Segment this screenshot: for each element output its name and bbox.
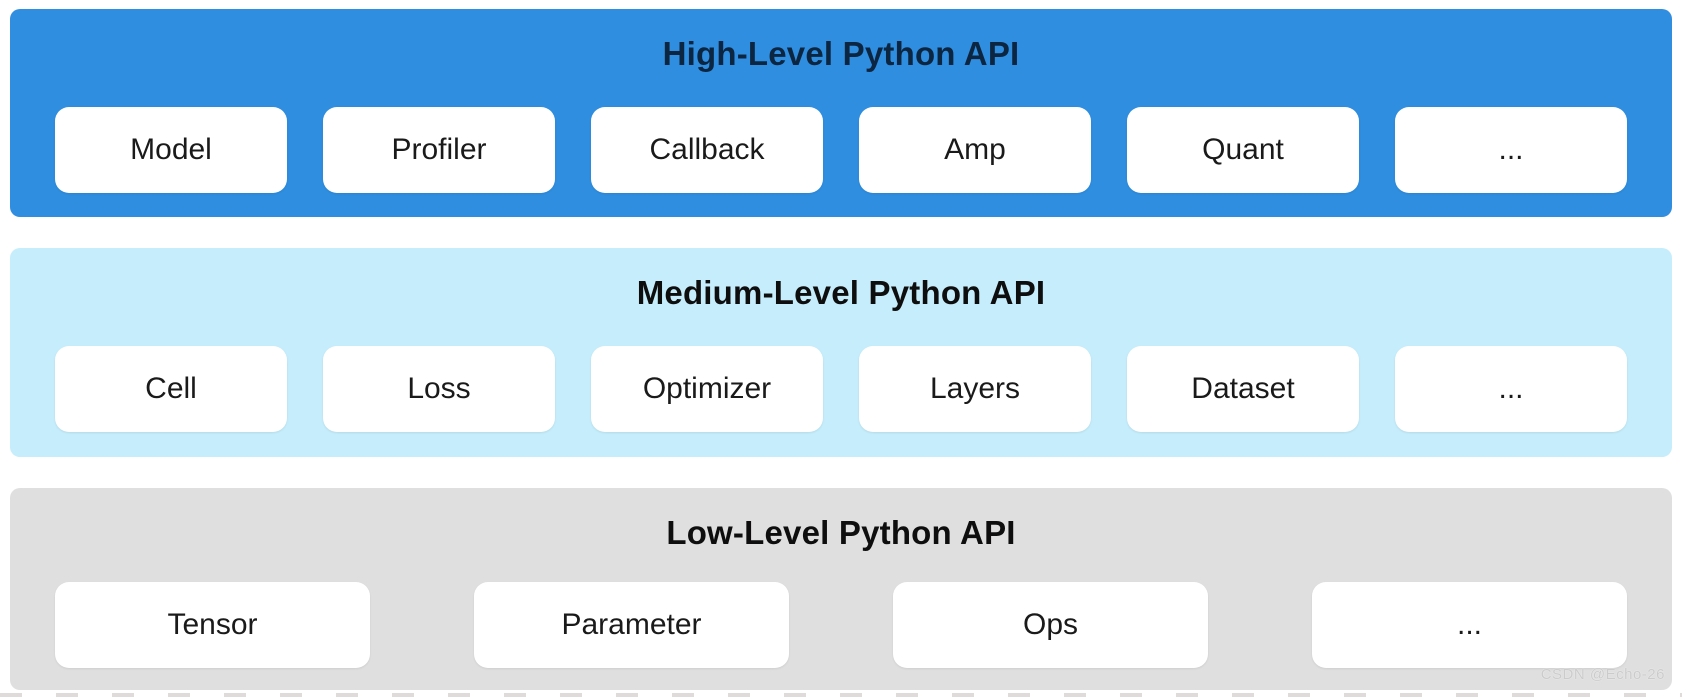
- bottom-dashed-line: [0, 693, 1682, 697]
- api-item-label: ...: [1498, 133, 1524, 166]
- band-title-low-level: Low-Level Python API: [666, 514, 1016, 551]
- api-item-label: Layers: [929, 372, 1021, 405]
- api-item-box: ...: [1312, 582, 1627, 668]
- api-item-box: Layers: [859, 346, 1091, 432]
- low-level-items-row: Tensor Parameter Ops...: [10, 582, 1672, 668]
- api-item-box: Model: [55, 107, 287, 193]
- api-item-box: Amp: [859, 107, 1091, 193]
- api-item-label: Parameter: [561, 608, 702, 641]
- api-item-box: Parameter: [474, 582, 789, 668]
- api-item-box: Profiler: [323, 107, 555, 193]
- api-item-box: Dataset: [1127, 346, 1359, 432]
- api-item-label: Ops: [1022, 608, 1079, 641]
- api-item-box: Optimizer: [591, 346, 823, 432]
- api-item-label: Optimizer: [642, 372, 772, 405]
- api-item-label: ...: [1498, 372, 1524, 405]
- api-item-box: Cell: [55, 346, 287, 432]
- api-item-label: ...: [1456, 608, 1482, 641]
- api-item-box: ...: [1395, 107, 1627, 193]
- api-item-label: Tensor: [167, 608, 258, 641]
- api-item-box: Loss: [323, 346, 555, 432]
- api-item-label: Profiler: [391, 133, 487, 166]
- band-medium-level-api: Medium-Level Python API Cell Loss Optimize…: [10, 248, 1672, 457]
- band-title-high-level: High-Level Python API: [662, 35, 1020, 72]
- band-title-medium-level: Medium-Level Python API: [636, 274, 1046, 311]
- api-item-box: Tensor: [55, 582, 370, 668]
- api-item-label: Model: [130, 133, 212, 166]
- api-item-box: Quant: [1127, 107, 1359, 193]
- medium-level-items-row: Cell Loss Optimizer Layers Dataset...: [10, 346, 1672, 432]
- band-high-level-api: High-Level Python API Model Profiler Callb…: [10, 9, 1672, 217]
- csdn-watermark: CSDN @Echo-26: [1540, 666, 1665, 683]
- high-level-items-row: Model Profiler Callback Amp Quant...: [10, 107, 1672, 193]
- api-item-label: Amp: [944, 133, 1006, 166]
- band-low-level-api: Low-Level Python API Tensor Parameter Ops.…: [10, 488, 1672, 690]
- api-item-label: Dataset: [1191, 372, 1295, 405]
- api-item-box: Ops: [893, 582, 1208, 668]
- api-item-label: Quant: [1202, 133, 1284, 166]
- api-item-label: Loss: [407, 372, 471, 405]
- api-item-box: ...: [1395, 346, 1627, 432]
- api-item-label: Cell: [145, 372, 197, 405]
- api-item-box: Callback: [591, 107, 823, 193]
- api-item-label: Callback: [649, 133, 765, 166]
